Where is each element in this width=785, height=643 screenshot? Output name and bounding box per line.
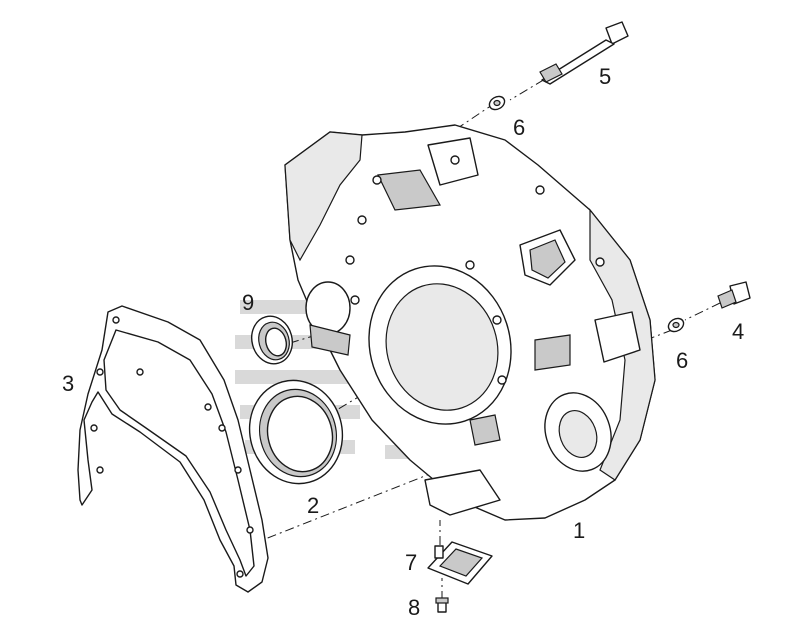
- rear-seal-part-2: [248, 379, 344, 485]
- callout-5: 5: [599, 64, 611, 89]
- washer-part-6-top: [488, 95, 506, 111]
- callout-6-right: 6: [676, 348, 688, 373]
- housing-part-1: [284, 124, 656, 521]
- callout-6-top: 6: [513, 115, 525, 140]
- cover-plate-part-7: [427, 541, 493, 585]
- callout-8: 8: [408, 595, 420, 620]
- callout-1: 1: [573, 518, 585, 543]
- seal-part-9: [251, 315, 293, 365]
- long-bolt-part-5: [539, 21, 629, 85]
- short-bolt-part-4: [717, 281, 751, 309]
- callout-3: 3: [62, 371, 74, 396]
- callout-7: 7: [405, 550, 417, 575]
- callout-2: 2: [307, 493, 319, 518]
- callout-4: 4: [732, 319, 744, 344]
- callout-9: 9: [242, 290, 254, 315]
- screw-part-8: [435, 597, 449, 613]
- callout-labels: 1 2 3 4 5 6 6 7 8 9: [62, 64, 744, 620]
- gasket-part-3: [77, 305, 269, 593]
- washer-part-6-right: [667, 317, 685, 333]
